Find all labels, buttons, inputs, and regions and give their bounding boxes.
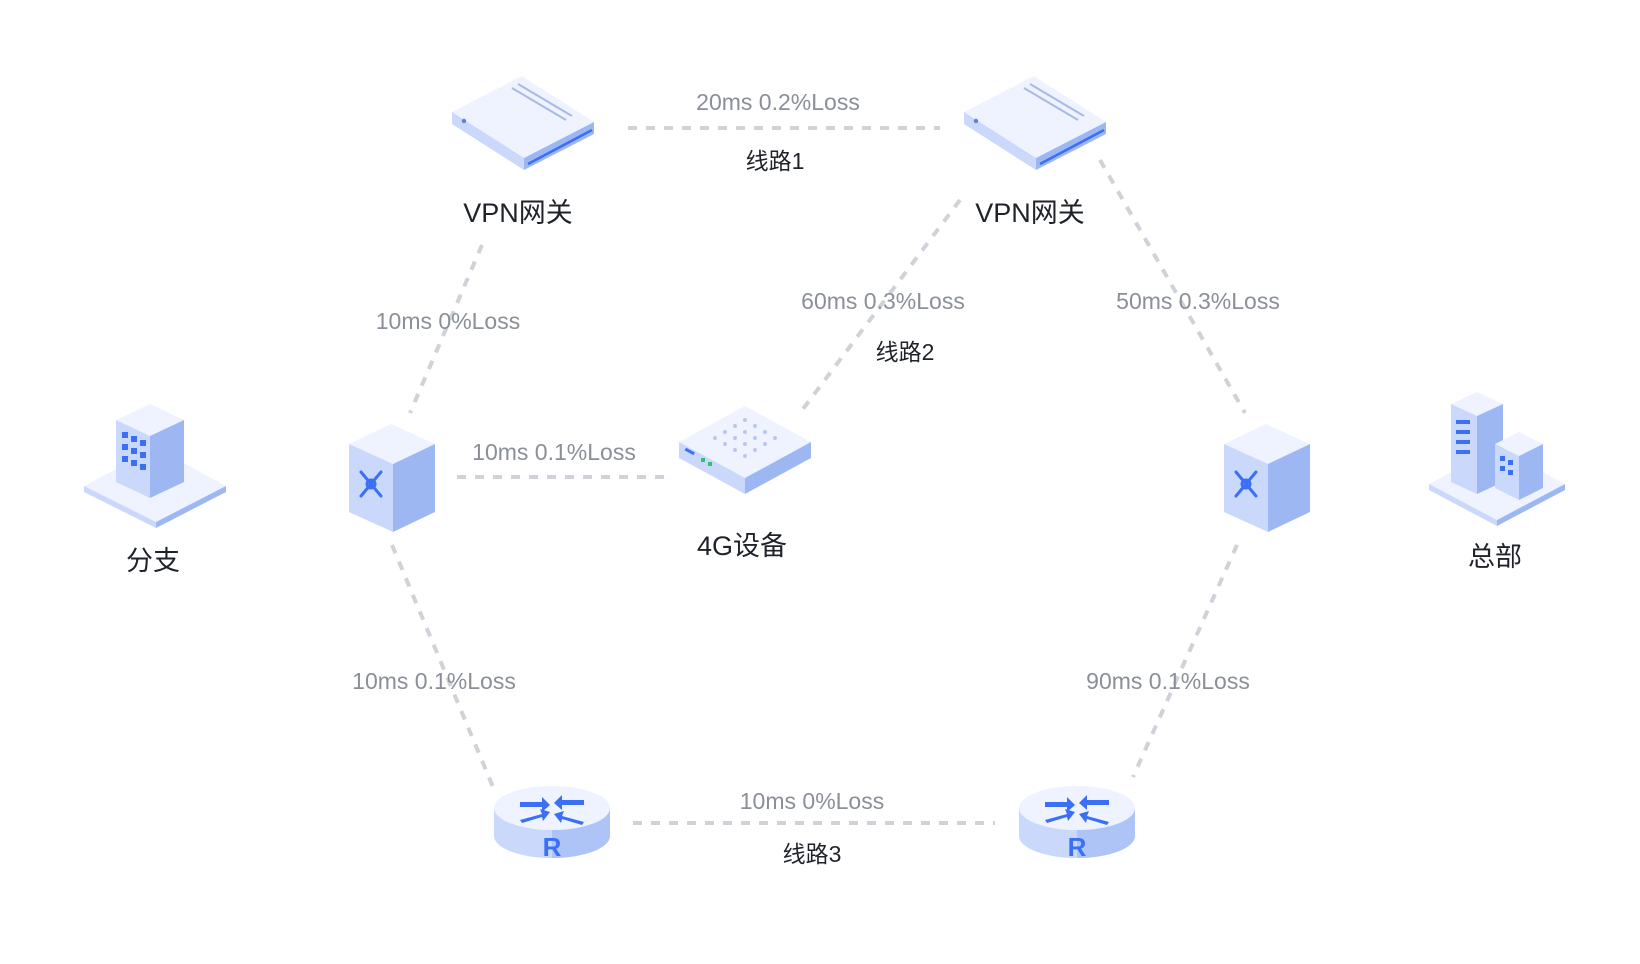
line2-metric: 60ms 0.3%Loss [801, 288, 965, 314]
link-switch-left-to-vpn-left-metric: 10ms 0%Loss [375, 308, 521, 334]
vpn-gateway-right-label: VPN网关 [975, 198, 1085, 228]
device-4g-icon [679, 406, 811, 494]
line2-name: 线路2 [875, 339, 935, 365]
headquarters-building-icon [1429, 392, 1565, 526]
branch-label: 分支 [126, 546, 180, 576]
link-router-right-to-switch-right-metric: 90ms 0.1%Loss [1086, 668, 1250, 694]
line3-name: 线路3 [782, 841, 842, 867]
link-switch-left-to-4g-metric: 10ms 0.1%Loss [472, 439, 636, 465]
link-vpn-left-to-switch-left-dash [408, 244, 484, 414]
link-vpn-right-to-4g-dash [798, 198, 962, 415]
link-switch-right-to-router-right-dash [1131, 544, 1239, 778]
switch-left-icon [349, 424, 435, 532]
headquarters-label: 总部 [1468, 542, 1522, 572]
router-left-icon: R [494, 786, 610, 862]
line1-name: 线路1 [745, 148, 805, 174]
switch-right-icon [1224, 424, 1310, 532]
link-vpn-right-to-switch-right-dash [1098, 159, 1247, 414]
branch-building-icon [84, 404, 226, 528]
link-vpn-right-to-switch-right-metric: 50ms 0.3%Loss [1116, 288, 1280, 314]
link-switch-left-to-router-left-metric: 10ms 0.1%Loss [352, 668, 516, 694]
link-switch-left-to-router-left-dash [390, 544, 495, 788]
line3-metric: 10ms 0%Loss [739, 788, 885, 814]
vpn-gateway-right-icon [964, 76, 1106, 170]
router-right-badge: R [1068, 832, 1087, 862]
router-right-icon: R [1019, 786, 1135, 862]
device-4g-label: 4G设备 [696, 531, 788, 561]
line1-metric: 20ms 0.2%Loss [696, 89, 860, 115]
vpn-gateway-left-label: VPN网关 [463, 198, 573, 228]
vpn-gateway-left-icon [452, 76, 594, 170]
router-left-badge: R [543, 832, 562, 862]
